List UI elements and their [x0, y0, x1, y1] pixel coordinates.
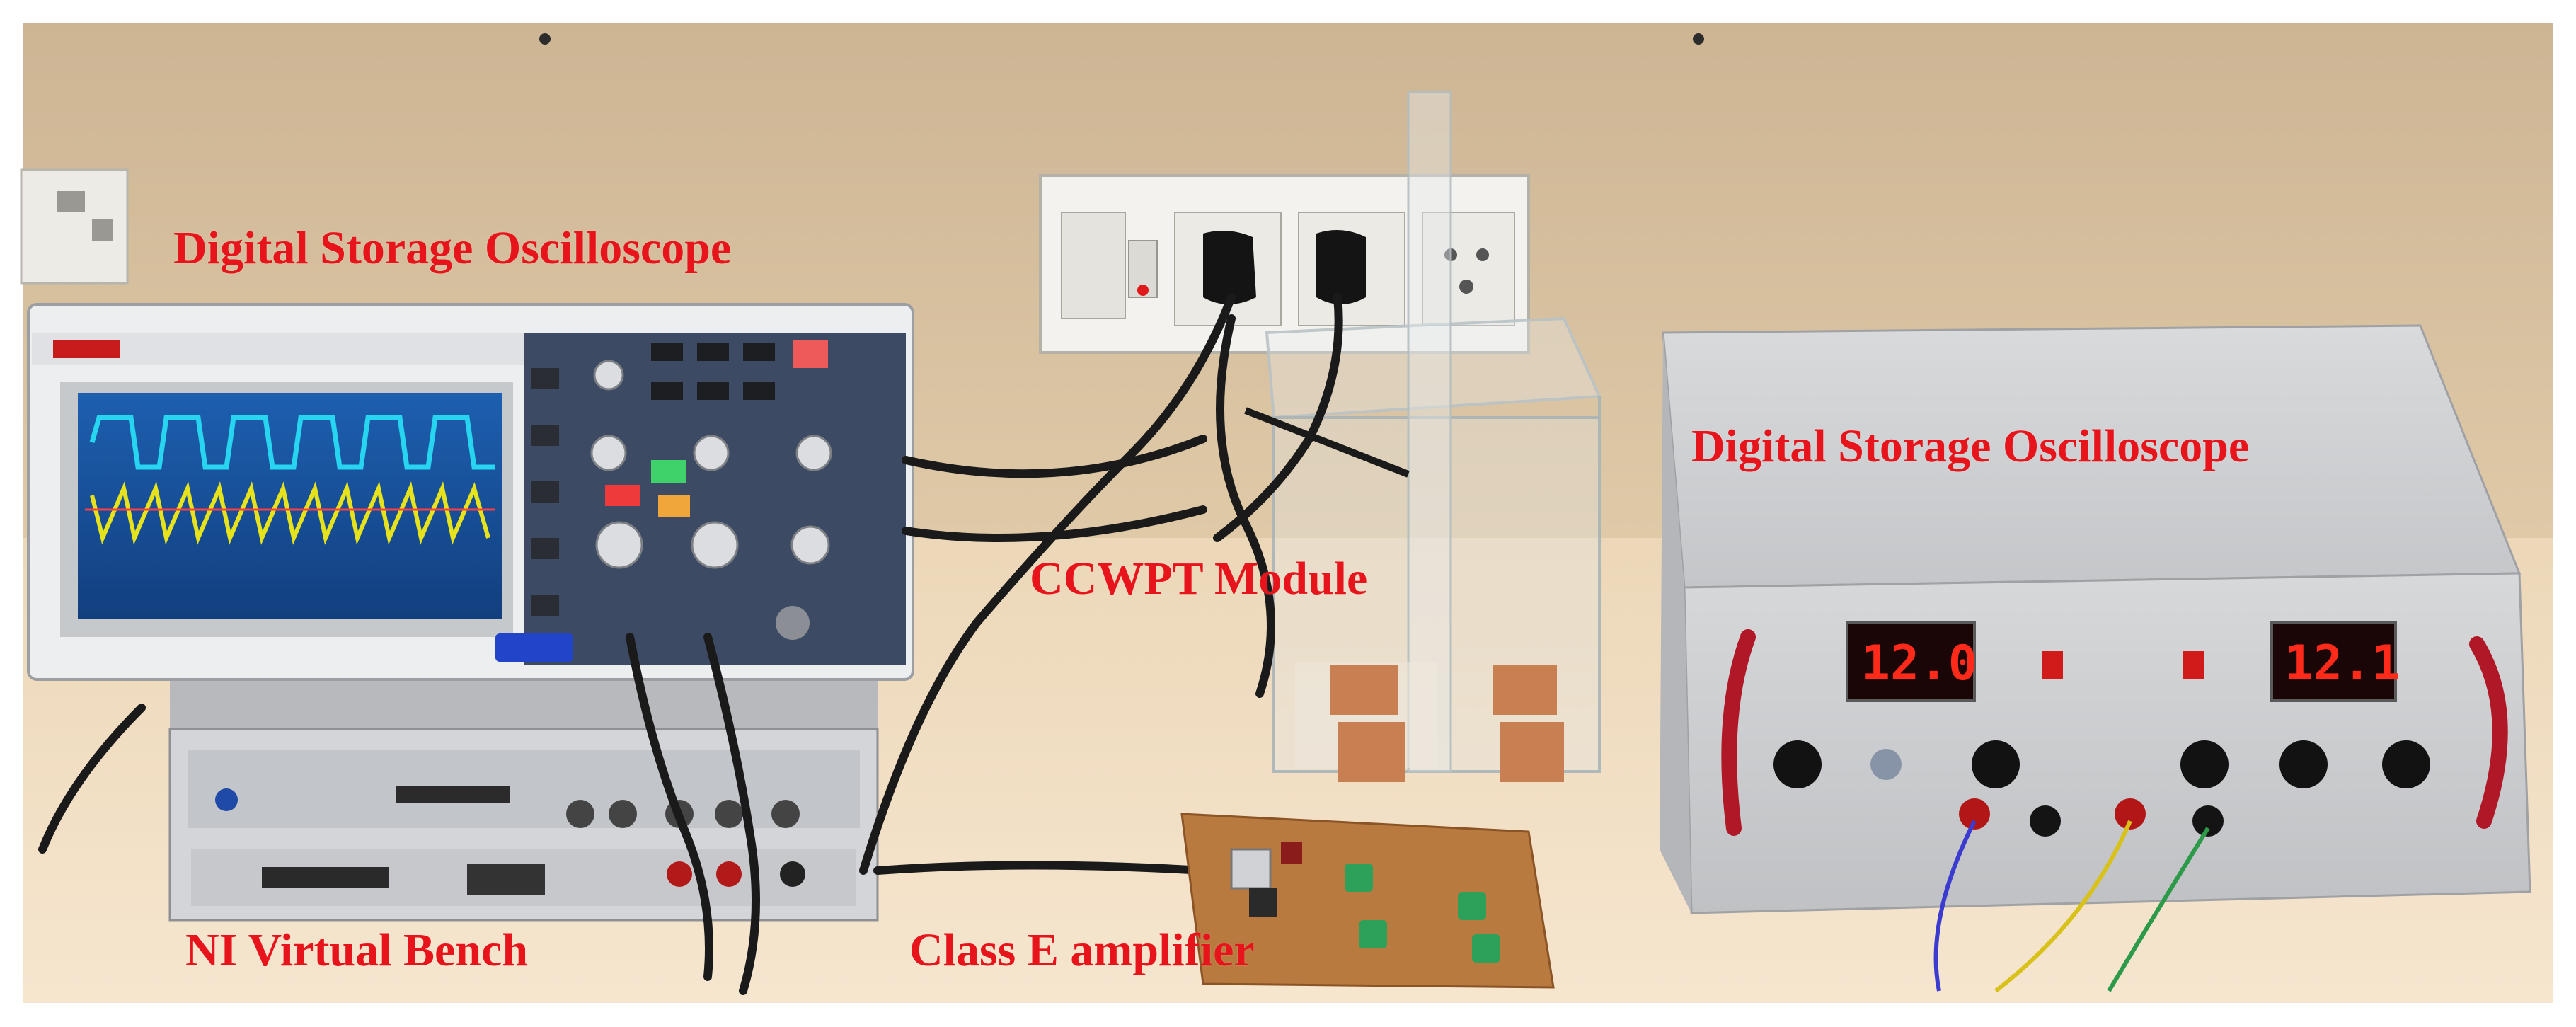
wall-switchboard [1039, 174, 1530, 354]
wall-socket-left [20, 168, 129, 285]
cables [38, 293, 1343, 995]
class-e-amplifier-board [1180, 813, 1555, 989]
ccwpt-module-box [1265, 91, 1602, 782]
label-ccwpt-module: CCWPT Module [1030, 553, 1368, 604]
label-class-e-amplifier: Class E amplifier [909, 924, 1255, 976]
psu-display-voltage-left: 12.0 [1861, 636, 1977, 692]
ni-virtual-bench [168, 679, 879, 922]
label-digital-storage-oscilloscope-right: Digital Storage Oscilloscope [1691, 420, 2250, 472]
probe-cable [1244, 407, 1410, 478]
supply-wires [1933, 820, 2210, 993]
image-border [19, 19, 2557, 1007]
psu-knobs [1773, 740, 2430, 788]
oscilloscope [27, 303, 914, 681]
dc-power-supply: 12.0 12.1 [1660, 324, 2531, 914]
label-ni-virtual-bench: NI Virtual Bench [185, 924, 529, 976]
label-digital-storage-oscilloscope-left: Digital Storage Oscilloscope [173, 222, 732, 274]
psu-display-voltage-right: 12.1 [2284, 636, 2400, 692]
